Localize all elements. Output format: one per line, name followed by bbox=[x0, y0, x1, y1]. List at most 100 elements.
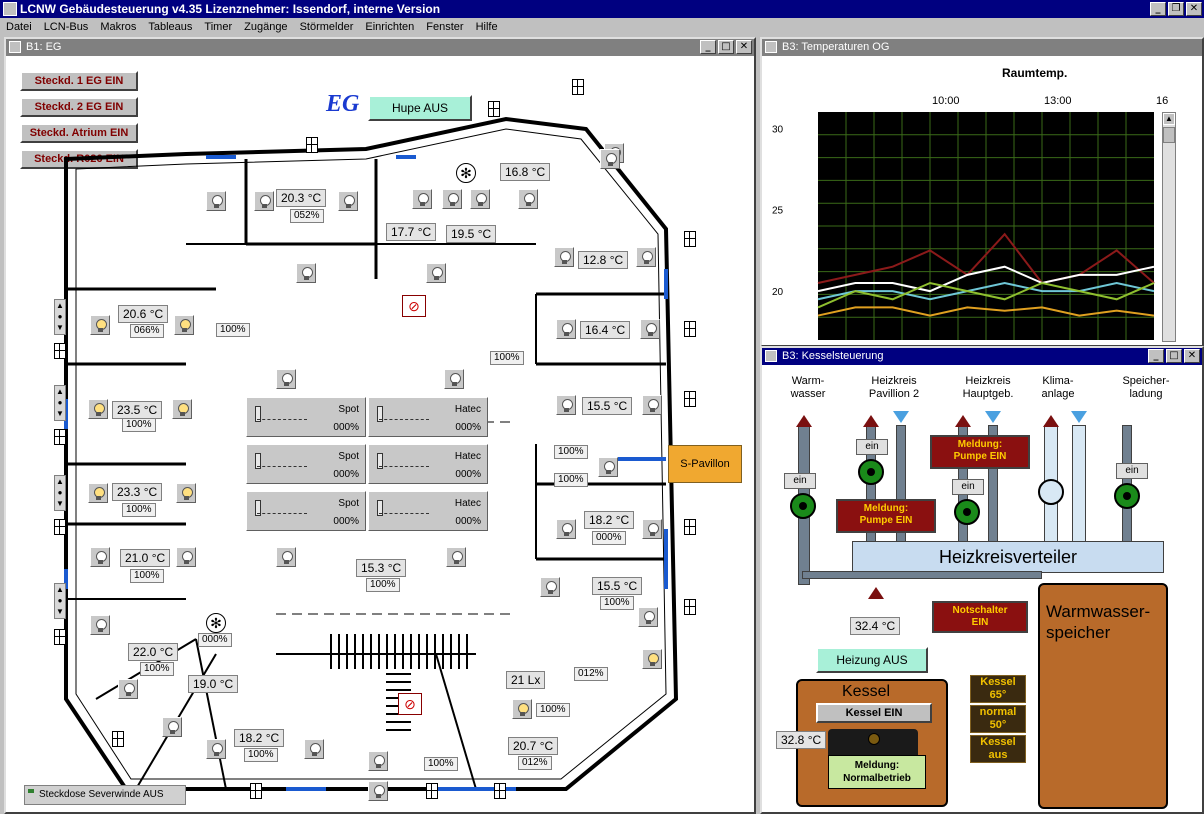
close-button[interactable]: ✕ bbox=[1186, 2, 1202, 16]
lamp-r07a[interactable] bbox=[556, 319, 576, 339]
window-icon-14[interactable] bbox=[250, 783, 262, 799]
window-icon-6[interactable] bbox=[684, 391, 696, 407]
lamp-r01b[interactable] bbox=[254, 191, 274, 211]
lamp-entrance-b[interactable] bbox=[368, 781, 388, 801]
window-icon-3[interactable] bbox=[572, 79, 584, 95]
haupt-ein-button[interactable]: ein bbox=[952, 479, 984, 495]
chart-scrollbar[interactable]: ▲ bbox=[1162, 112, 1176, 342]
lamp-r04[interactable] bbox=[518, 189, 538, 209]
minimize-button[interactable]: _ bbox=[1150, 2, 1166, 16]
lamp-r10b[interactable] bbox=[176, 483, 196, 503]
socket-atrium-button[interactable]: Steckd. Atrium EIN bbox=[20, 123, 138, 143]
menu-datei[interactable]: Datei bbox=[6, 21, 32, 33]
window-icon-13[interactable] bbox=[112, 731, 124, 747]
kessel-mode-normal[interactable]: normal 50° bbox=[970, 705, 1026, 733]
window-icon-7[interactable] bbox=[684, 519, 696, 535]
pavillion-ein-button[interactable]: ein bbox=[856, 439, 888, 455]
lamp-r07b[interactable] bbox=[640, 319, 660, 339]
window-icon-8[interactable] bbox=[684, 599, 696, 615]
scroll-thumb[interactable] bbox=[1163, 127, 1175, 143]
lamp-r08a[interactable] bbox=[88, 399, 108, 419]
alarm-icon-2[interactable]: ⊘ bbox=[398, 693, 422, 715]
notschalter-status[interactable]: Notschalter EIN bbox=[932, 601, 1028, 633]
window-icon-9[interactable] bbox=[54, 343, 66, 359]
lamp-atrium-a[interactable] bbox=[276, 369, 296, 389]
lamp-r06b[interactable] bbox=[174, 315, 194, 335]
window-icon-12[interactable] bbox=[54, 629, 66, 645]
lamp-r18b[interactable] bbox=[206, 739, 226, 759]
restore-button[interactable]: ❐ bbox=[1168, 2, 1184, 16]
menu-einrichten[interactable]: Einrichten bbox=[365, 21, 415, 33]
kessel-maximize-button[interactable]: □ bbox=[1166, 349, 1182, 363]
lamp-r18c[interactable] bbox=[304, 739, 324, 759]
window-icon-10[interactable] bbox=[54, 429, 66, 445]
blind-control-2[interactable]: ▲●▼ bbox=[54, 385, 66, 421]
eg-close-button[interactable]: ✕ bbox=[736, 40, 752, 54]
alarm-icon[interactable]: ⊘ bbox=[402, 295, 426, 317]
menu-tableaus[interactable]: Tableaus bbox=[148, 21, 193, 33]
lamp-r02[interactable] bbox=[412, 189, 432, 209]
lamp-r12b[interactable] bbox=[176, 547, 196, 567]
lamp-r11b[interactable] bbox=[642, 519, 662, 539]
lamp-r05a[interactable] bbox=[554, 247, 574, 267]
lamp-hall-b[interactable] bbox=[426, 263, 446, 283]
blind-control-1[interactable]: ▲●▼ bbox=[54, 299, 66, 335]
kessel-mode-aus[interactable]: Kessel aus bbox=[970, 735, 1026, 763]
pavillon-button[interactable]: S-Pavillon bbox=[668, 445, 742, 483]
menu-hilfe[interactable]: Hilfe bbox=[475, 21, 498, 33]
lamp-r01c[interactable] bbox=[338, 191, 358, 211]
eg-minimize-button[interactable]: _ bbox=[700, 40, 716, 54]
fan-icon[interactable]: ✻ bbox=[456, 163, 476, 183]
window-icon-16[interactable] bbox=[494, 783, 506, 799]
fan-icon-2[interactable]: ✻ bbox=[206, 613, 226, 633]
lamp-atrium-d[interactable] bbox=[446, 547, 466, 567]
kessel-mode-65[interactable]: Kessel 65° bbox=[970, 675, 1026, 703]
lamp-hall-a[interactable] bbox=[296, 263, 316, 283]
lamp-r16c[interactable] bbox=[642, 649, 662, 669]
window-icon-4[interactable] bbox=[684, 231, 696, 247]
lamp-r03a[interactable] bbox=[442, 189, 462, 209]
lamp-r09a[interactable] bbox=[556, 395, 576, 415]
lamp-r08b[interactable] bbox=[172, 399, 192, 419]
lamp-r09b[interactable] bbox=[642, 395, 662, 415]
window-icon-5[interactable] bbox=[684, 321, 696, 337]
menu-makros[interactable]: Makros bbox=[100, 21, 137, 33]
menu-lcn-bus[interactable]: LCN-Bus bbox=[43, 21, 89, 33]
lamp-atrium-b[interactable] bbox=[444, 369, 464, 389]
lamp-r11a[interactable] bbox=[556, 519, 576, 539]
lamp-r10a[interactable] bbox=[88, 483, 108, 503]
lamp-r14a[interactable] bbox=[90, 615, 110, 635]
lamp-r05b[interactable] bbox=[636, 247, 656, 267]
menu-fenster[interactable]: Fenster bbox=[426, 21, 464, 33]
severwinde-socket-button[interactable]: Steckdose Severwinde AUS bbox=[24, 785, 186, 805]
lamp-r04c[interactable] bbox=[600, 149, 620, 169]
kessel-minimize-button[interactable]: _ bbox=[1148, 349, 1164, 363]
speicher-ein-button[interactable]: ein bbox=[1116, 463, 1148, 479]
blind-control-4[interactable]: ▲●▼ bbox=[54, 583, 66, 619]
lamp-r15a[interactable] bbox=[118, 679, 138, 699]
kessel-ein-button[interactable]: Kessel EIN bbox=[816, 703, 932, 723]
lamp-atrium-c[interactable] bbox=[276, 547, 296, 567]
socket-2-eg-button[interactable]: Steckd. 2 EG EIN bbox=[20, 97, 138, 117]
lamp-r16a[interactable] bbox=[512, 699, 532, 719]
blind-control-3[interactable]: ▲●▼ bbox=[54, 475, 66, 511]
lamp-r18a[interactable] bbox=[162, 717, 182, 737]
scroll-up-icon[interactable]: ▲ bbox=[1163, 113, 1175, 125]
menu-zugaenge[interactable]: Zugänge bbox=[244, 21, 288, 33]
window-icon-1[interactable] bbox=[306, 137, 318, 153]
window-icon-2[interactable] bbox=[488, 101, 500, 117]
menu-stoermelder[interactable]: Störmelder bbox=[299, 21, 354, 33]
warmwasser-ein-button[interactable]: ein bbox=[784, 473, 816, 489]
window-icon-11[interactable] bbox=[54, 519, 66, 535]
lamp-r13b[interactable] bbox=[638, 607, 658, 627]
lamp-entrance-a[interactable] bbox=[368, 751, 388, 771]
window-icon-15[interactable] bbox=[426, 783, 438, 799]
lamp-r12a[interactable] bbox=[90, 547, 110, 567]
lamp-r13a[interactable] bbox=[540, 577, 560, 597]
eg-maximize-button[interactable]: □ bbox=[718, 40, 734, 54]
